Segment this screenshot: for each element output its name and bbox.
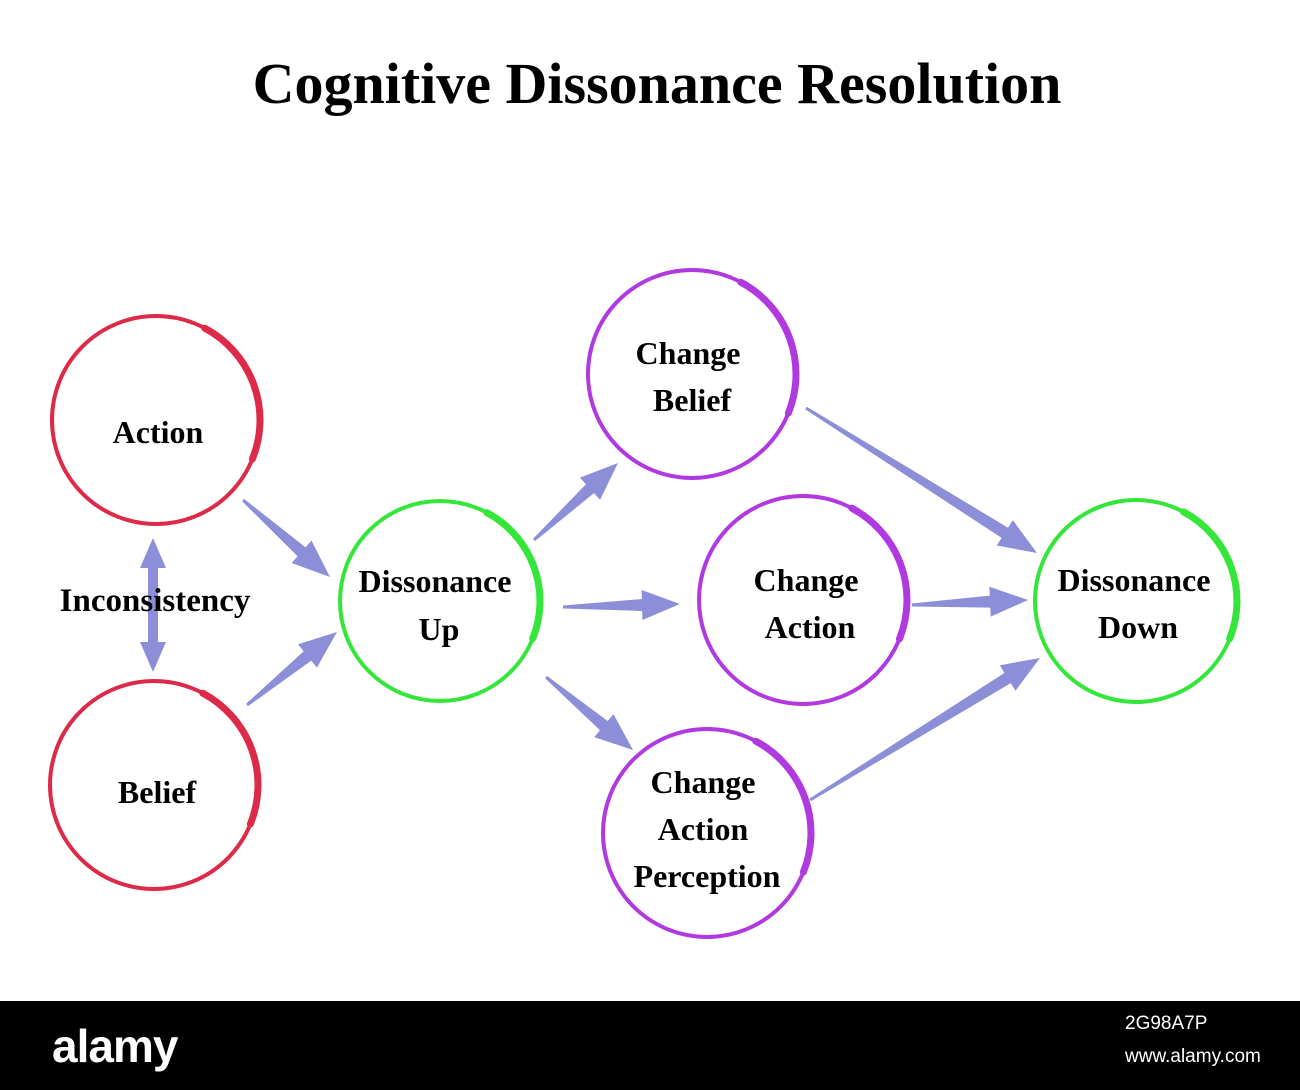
node-change-action-perception: Change Action Perception [601,727,815,939]
node-action-stroke-accent [201,324,264,463]
node-dissonance-up-stroke-accent [483,509,544,642]
inconsistency-label: Inconsistency [60,583,251,619]
diagram-title: Cognitive Dissonance Resolution [253,51,1062,116]
node-change-action-perception-label: Change Action Perception [634,764,781,894]
node-change-action-perception-stroke-accent [752,737,815,876]
image-id: 2G98A7P [1125,1013,1208,1034]
node-dissonance-down-stroke-accent [1179,508,1241,643]
arrow-dissonance-up-to-change-action [563,590,680,620]
arrow-change-action-perception-to-dissonance-down [809,658,1040,802]
footer-bar: alamy 2G98A7P www.alamy.com [0,1001,1300,1090]
brand-logo: alamy [52,1020,178,1072]
arrow-dissonance-up-to-change-action-perception [545,675,633,750]
node-belief-label: Belief [118,774,197,810]
node-action-label: Action [113,414,204,450]
node-change-action-stroke-accent [848,504,911,643]
arrow-belief-to-dissonance-up [246,632,337,707]
diagram-canvas: Cognitive Dissonance Resolution Action B… [48,51,1241,939]
arrows-layer [140,406,1040,802]
node-belief-stroke-accent [199,689,262,828]
node-change-belief: Change Belief [586,268,800,480]
footer-url: www.alamy.com [1125,1046,1261,1067]
node-change-action: Change Action [697,494,911,706]
arrow-change-belief-to-dissonance-down [805,406,1037,553]
node-dissonance-up: Dissonance Up [338,499,544,703]
node-change-belief-label: Change Belief [636,335,749,418]
node-action: Action [50,314,264,526]
node-dissonance-down-label: Dissonance Down [1058,562,1219,645]
node-change-belief-stroke-accent [737,278,800,417]
arrow-dissonance-up-to-change-belief [533,463,618,542]
node-belief: Belief [48,679,262,891]
node-dissonance-down: Dissonance Down [1033,498,1241,704]
arrow-action-to-dissonance-up [242,498,330,577]
node-dissonance-up-label: Dissonance Up [359,563,520,647]
arrow-action-belief-bidirectional [140,538,166,672]
arrow-change-action-to-dissonance-down [911,586,1028,617]
node-change-action-label: Change Action [754,562,867,645]
